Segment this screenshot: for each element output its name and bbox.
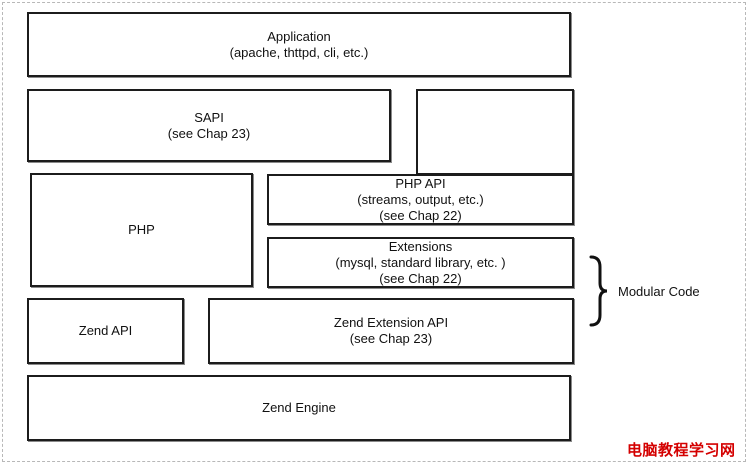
php-api-layer: PHP API (streams, output, etc.) (see Cha… — [267, 174, 574, 225]
extensions-title: Extensions — [388, 238, 453, 254]
curly-brace-icon — [589, 255, 608, 327]
php-api-reference: (see Chap 22) — [379, 207, 462, 223]
php-api-title: PHP API — [395, 175, 446, 191]
extensions-subtitle: (mysql, standard library, etc. ) — [335, 254, 506, 270]
application-layer: Application (apache, thttpd, cli, etc.) — [27, 12, 571, 77]
sapi-layer: SAPI (see Chap 23) — [27, 89, 391, 162]
zend-api-title: Zend API — [78, 323, 133, 338]
diagram-frame — [2, 2, 746, 462]
extensions-reference: (see Chap 22) — [379, 270, 462, 286]
application-subtitle: (apache, thttpd, cli, etc.) — [229, 44, 369, 60]
zend-extension-api-title: Zend Extension API — [333, 315, 449, 330]
modular-code-label: Modular Code — [618, 284, 700, 299]
zend-api-layer: Zend API — [27, 298, 184, 364]
extensions-layer: Extensions (mysql, standard library, etc… — [267, 237, 574, 288]
php-api-subtitle: (streams, output, etc.) — [357, 191, 484, 207]
php-title: PHP — [128, 222, 155, 237]
zend-engine-layer: Zend Engine — [27, 375, 571, 441]
zend-extension-api-layer: Zend Extension API (see Chap 23) — [208, 298, 574, 364]
sapi-title: SAPI — [194, 109, 224, 125]
zend-engine-title: Zend Engine — [262, 400, 336, 415]
php-layer: PHP — [30, 173, 253, 287]
sapi-extension-block — [416, 89, 574, 175]
watermark-text: 电脑教程学习网 — [627, 441, 736, 459]
application-title: Application — [267, 28, 331, 44]
zend-extension-api-subtitle: (see Chap 23) — [349, 331, 433, 346]
sapi-subtitle: (see Chap 23) — [167, 125, 251, 141]
